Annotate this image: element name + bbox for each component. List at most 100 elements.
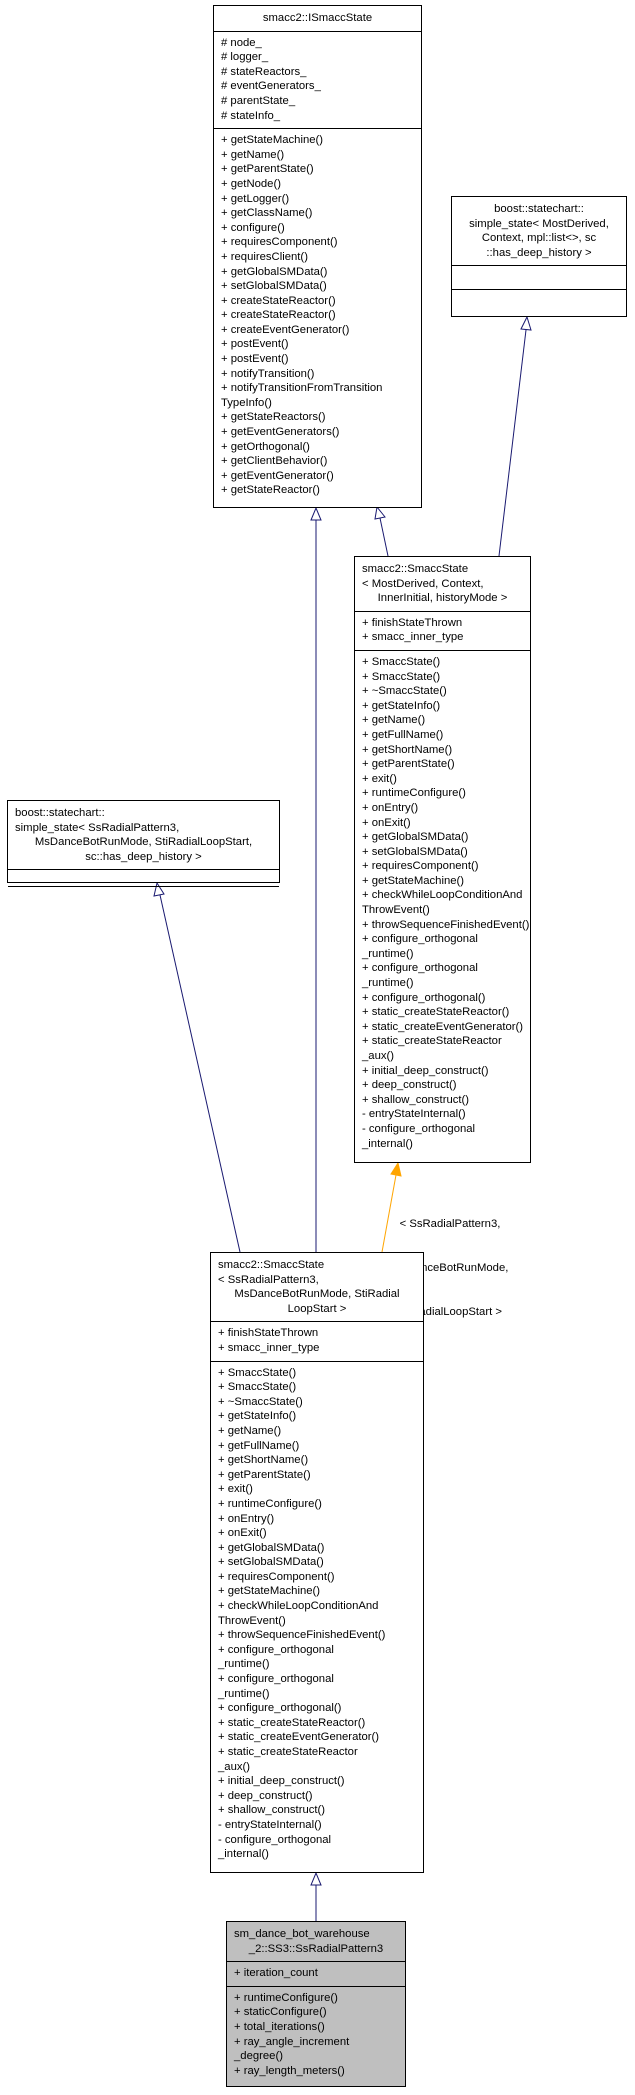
title-line: smacc2::SmaccState	[362, 563, 469, 575]
method: + total_iterations()	[234, 2020, 325, 2033]
method: TypeInfo()	[221, 396, 272, 409]
method: + setGlobalSMData()	[362, 845, 468, 858]
method: - configure_orthogonal	[362, 1122, 476, 1135]
title-line: boost::statechart::	[494, 203, 584, 215]
methods-section: + SmaccState() + SmaccState() + ~SmaccSt…	[355, 649, 530, 1156]
title-line: smacc2::ISmaccState	[262, 12, 373, 24]
title-line: LoopStart >	[287, 1302, 347, 1315]
method: + static_createStateReactor	[218, 1746, 358, 1758]
method: _internal()	[362, 1137, 413, 1150]
method: + configure_orthogonal()	[362, 991, 486, 1004]
method: + getNode()	[221, 177, 281, 190]
method: + onEntry()	[362, 801, 419, 814]
method: + runtimeConfigure()	[234, 1991, 338, 2004]
methods-section	[452, 289, 626, 313]
title-line: sm_dance_bot_warehouse	[234, 1928, 370, 1940]
method: + getShortName()	[362, 743, 453, 756]
title-line: < SsRadialPattern3,	[218, 1273, 319, 1286]
title-line: < MostDerived, Context,	[362, 577, 484, 590]
attribute: + finishStateThrown	[218, 1327, 319, 1340]
method: + ray_length_meters()	[234, 2064, 345, 2077]
method: + getStateMachine()	[362, 874, 465, 887]
attribute: # stateInfo_	[221, 109, 281, 122]
attributes-section: + finishStateThrown + smacc_inner_type	[355, 610, 530, 650]
method: + getGlobalSMData()	[218, 1541, 325, 1554]
method: + getClassName()	[221, 207, 313, 220]
inheritance-edge-instance-to-boost-radial	[153, 881, 241, 1253]
methods-section: + getStateMachine() + getName() + getPar…	[214, 128, 421, 503]
attribute: + smacc_inner_type	[218, 1341, 320, 1354]
method: + configure_orthogonal()	[218, 1702, 342, 1715]
attribute: + smacc_inner_type	[362, 631, 464, 644]
method: + exit()	[218, 1483, 253, 1496]
method: + shallow_construct()	[218, 1804, 326, 1817]
title-line: _2::SS3::SsRadialPattern3	[248, 1942, 384, 1955]
method: _degree()	[234, 2050, 283, 2063]
method: + getShortName()	[218, 1454, 309, 1467]
title-line: MsDanceBotRunMode, StiRadialLoopStart,	[34, 836, 253, 849]
class-boost-simple-state-radial: boost::statechart:: simple_state< SsRadi…	[7, 800, 280, 888]
method: + postEvent()	[221, 338, 289, 351]
title-line: sc::has_deep_history >	[85, 850, 202, 863]
method: + configure_orthogonal	[362, 933, 478, 946]
method: + getGlobalSMData()	[221, 265, 328, 278]
class-smaccstate-instance: smacc2::SmaccState < SsRadialPattern3, M…	[210, 1252, 424, 1873]
method: + checkWhileLoopConditionAnd	[362, 889, 523, 902]
method: _aux()	[218, 1760, 251, 1773]
method: + getStateMachine()	[221, 134, 324, 147]
method: + SmaccState()	[362, 670, 441, 683]
method: _runtime()	[362, 977, 414, 990]
method: + getName()	[221, 148, 285, 161]
method: + onExit()	[362, 816, 411, 829]
method: + getName()	[218, 1424, 282, 1437]
method: + getGlobalSMData()	[362, 831, 469, 844]
class-title: boost::statechart:: simple_state< MostDe…	[452, 197, 626, 265]
class-title: boost::statechart:: simple_state< SsRadi…	[8, 801, 279, 869]
method: + getStateReactors()	[221, 411, 326, 424]
method: + requiresComponent()	[221, 236, 338, 249]
method: _runtime()	[218, 1687, 270, 1700]
method: + runtimeConfigure()	[218, 1497, 322, 1510]
method: - configure_orthogonal	[218, 1833, 332, 1846]
class-title: smacc2::ISmaccState	[214, 6, 421, 31]
attributes-section	[8, 869, 279, 886]
method: + requiresClient()	[221, 250, 308, 263]
method: + checkWhileLoopConditionAnd	[218, 1600, 379, 1613]
method: + onExit()	[218, 1527, 267, 1540]
method: + createStateReactor()	[221, 294, 336, 307]
method: _internal()	[218, 1848, 269, 1861]
method: + getStateInfo()	[218, 1410, 297, 1423]
method: + createStateReactor()	[221, 309, 336, 322]
title-line: simple_state< MostDerived,	[469, 217, 609, 230]
method: _aux()	[362, 1050, 395, 1062]
attribute: + iteration_count	[234, 1967, 318, 1980]
method: + static_createStateReactor()	[218, 1716, 366, 1729]
method: + getParentState()	[362, 758, 455, 771]
methods-section: + SmaccState() + SmaccState() + ~SmaccSt…	[211, 1360, 423, 1867]
title-line: MsDanceBotRunMode, StiRadial	[234, 1288, 400, 1301]
method: + getClientBehavior()	[221, 455, 328, 468]
method: + requiresComponent()	[218, 1570, 335, 1583]
class-ismaccstate: smacc2::ISmaccState # node_ # logger_ # …	[213, 5, 422, 508]
method: + postEvent()	[221, 353, 289, 366]
method: + initial_deep_construct()	[362, 1064, 489, 1077]
method: ThrowEvent()	[362, 904, 430, 917]
method: + SmaccState()	[218, 1366, 297, 1379]
method: + getParentState()	[218, 1468, 311, 1481]
method: + static_createEventGenerator()	[362, 1020, 524, 1033]
method: + setGlobalSMData()	[221, 280, 327, 293]
label-line: < SsRadialPattern3,	[399, 1218, 501, 1231]
method: + configure_orthogonal	[218, 1673, 334, 1686]
method: + throwSequenceFinishedEvent()	[362, 918, 530, 931]
method: + SmaccState()	[218, 1381, 297, 1394]
class-ssradialpattern3: sm_dance_bot_warehouse _2::SS3::SsRadial…	[226, 1921, 406, 2087]
attribute: + finishStateThrown	[362, 616, 463, 629]
attributes-section: + finishStateThrown + smacc_inner_type	[211, 1321, 423, 1360]
methods-section	[8, 886, 279, 903]
method: + notifyTransitionFromTransition	[221, 382, 383, 395]
method: + static_createEventGenerator()	[218, 1731, 380, 1744]
method: + shallow_construct()	[362, 1093, 470, 1106]
title-line: simple_state< SsRadialPattern3,	[15, 821, 180, 834]
method: + deep_construct()	[218, 1789, 313, 1802]
